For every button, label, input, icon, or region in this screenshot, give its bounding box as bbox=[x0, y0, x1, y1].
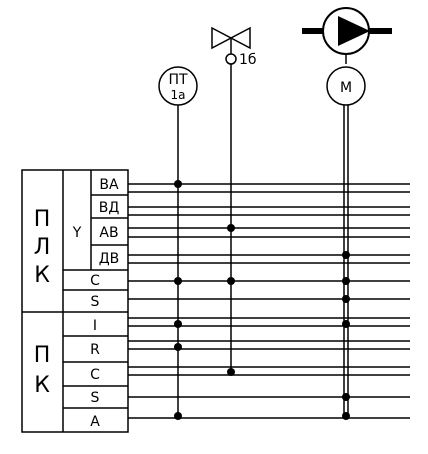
pt-tag: 1а bbox=[171, 88, 186, 102]
plk-row-c: C bbox=[90, 273, 100, 289]
pk-row-a: A bbox=[90, 414, 100, 430]
pressure-transmitter-instrument: ПТ 1а bbox=[158, 66, 198, 106]
plk-letter-1: П bbox=[34, 207, 51, 232]
motor-label: M bbox=[340, 80, 352, 96]
junction-dot bbox=[227, 368, 235, 376]
plk-row-ba: ВА bbox=[99, 177, 119, 193]
controller-table bbox=[21, 169, 129, 433]
junction-dot bbox=[342, 393, 350, 401]
y-group-label: Y bbox=[72, 225, 82, 241]
plk-row-ab: АВ bbox=[99, 225, 118, 241]
junction-dot bbox=[342, 295, 350, 303]
junction-dot bbox=[342, 251, 350, 259]
pk-row-r: R bbox=[90, 342, 100, 358]
junction-dot bbox=[342, 277, 350, 285]
valve-tag: 1б bbox=[239, 52, 257, 68]
plk-row-bd: ВД bbox=[99, 200, 120, 216]
pk-letter-1: П bbox=[34, 343, 51, 368]
pump-icon bbox=[302, 7, 392, 64]
junction-dot bbox=[227, 277, 235, 285]
plk-letter-2: Л bbox=[34, 235, 51, 260]
motor-instrument: M bbox=[326, 66, 366, 106]
junction-dot bbox=[174, 412, 182, 420]
junction-dot bbox=[227, 224, 235, 232]
signal-buses bbox=[128, 183, 410, 419]
pk-row-s: S bbox=[91, 390, 100, 406]
junction-dot bbox=[174, 180, 182, 188]
junction-dot bbox=[342, 412, 350, 420]
junction-dot bbox=[174, 277, 182, 285]
plk-row-s: S bbox=[91, 294, 100, 310]
connection-dots bbox=[174, 180, 350, 420]
junction-dot bbox=[174, 320, 182, 328]
junction-dot bbox=[174, 343, 182, 351]
junction-dot bbox=[342, 320, 350, 328]
pk-row-i: I bbox=[93, 318, 97, 334]
plk-letter-3: К bbox=[34, 263, 50, 288]
pt-symbol: ПТ bbox=[168, 72, 188, 88]
valve-icon: 1б bbox=[211, 26, 257, 68]
plk-row-db: ДВ bbox=[99, 251, 120, 267]
pk-row-c: C bbox=[90, 367, 100, 383]
pk-letter-2: К bbox=[34, 373, 50, 398]
